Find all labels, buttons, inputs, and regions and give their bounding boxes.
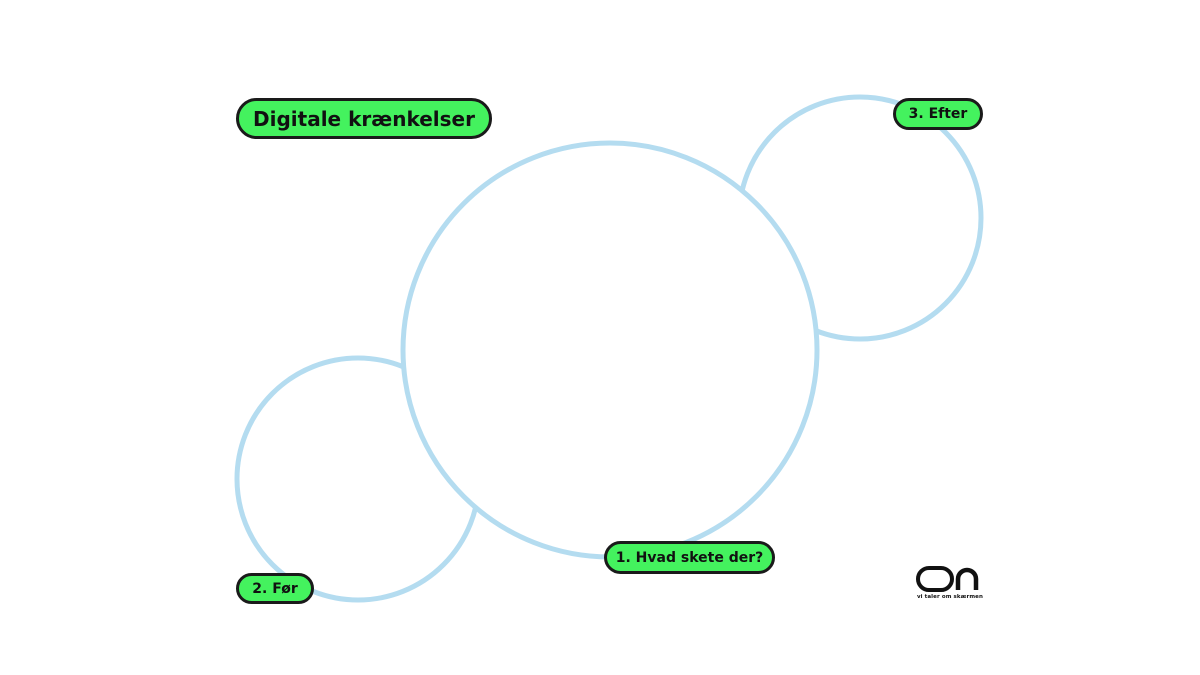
worksheet-title: Digitale krænkelser: [236, 98, 492, 139]
brand-logo: vi taler om skærmen: [914, 566, 986, 606]
on-logo-icon: [916, 566, 979, 592]
stage-label-before: 2. Før: [236, 573, 314, 604]
stage-label-after: 3. Efter: [893, 98, 983, 130]
circle-what-happened: [400, 140, 820, 560]
stage-label-what-happened: 1. Hvad skete der?: [604, 541, 775, 574]
brand-tagline: vi taler om skærmen: [916, 594, 984, 600]
